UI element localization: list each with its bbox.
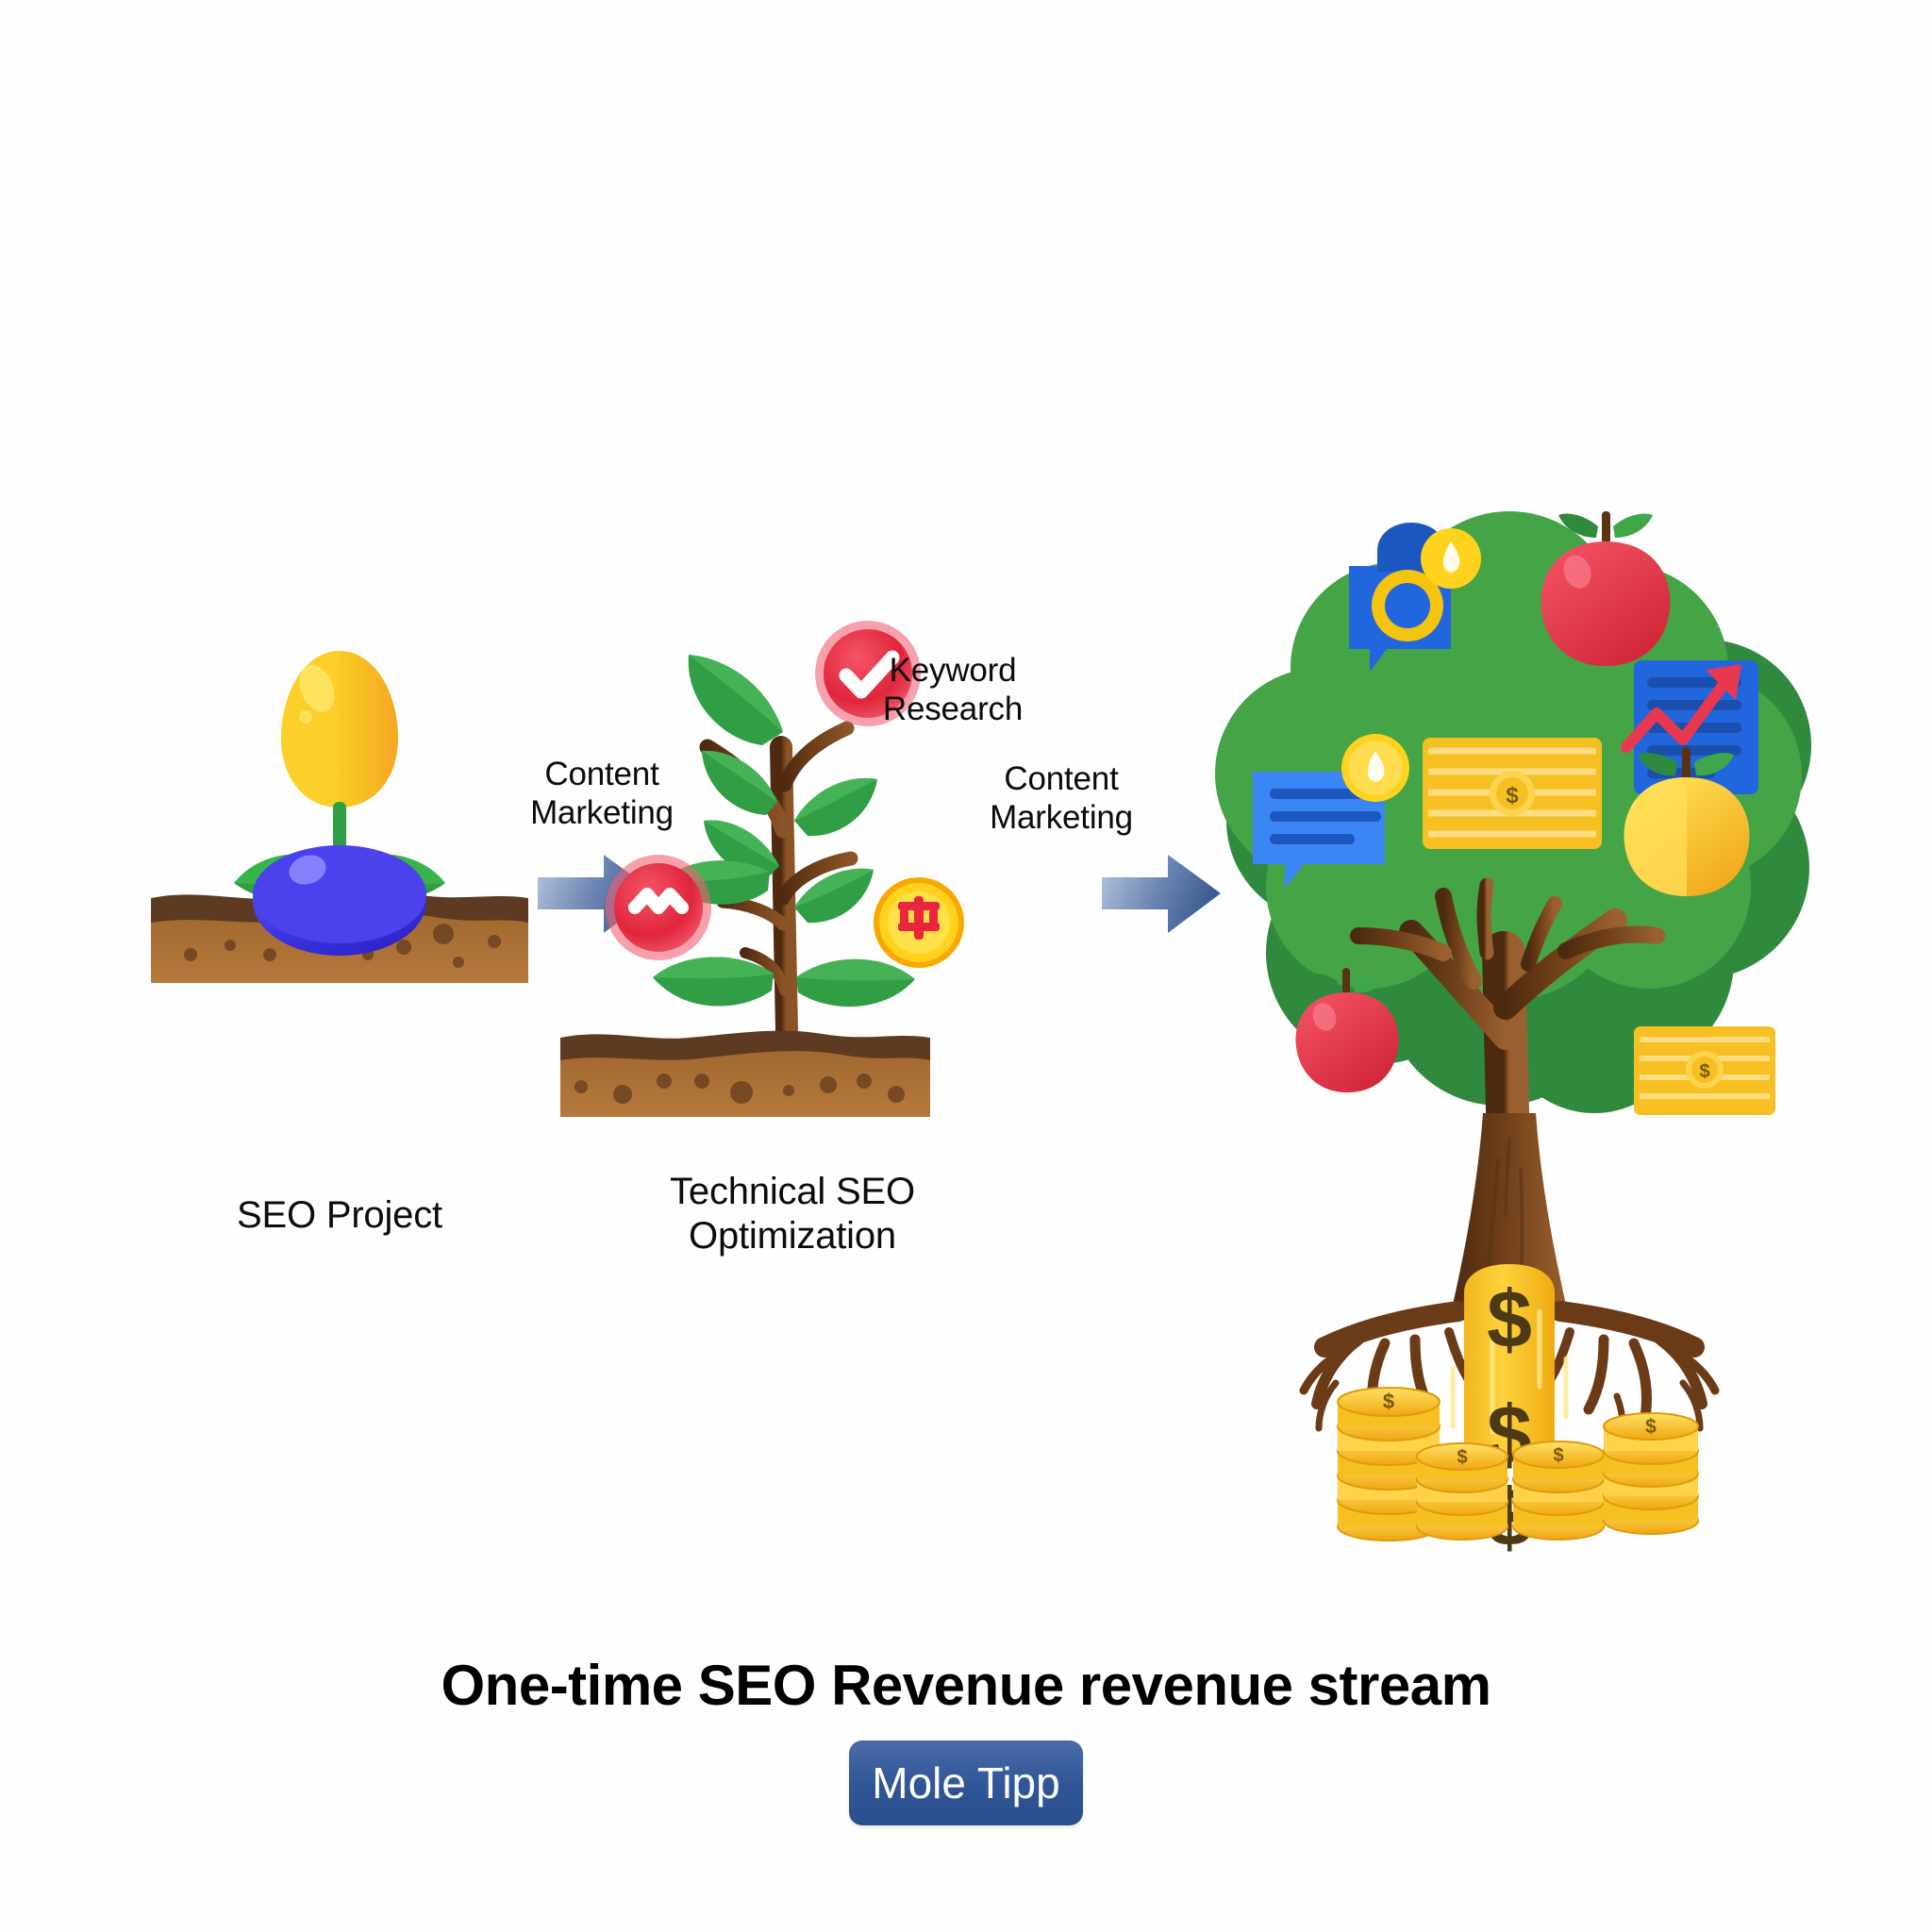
stage-sapling-caption: Technical SEO Optimization	[670, 1171, 915, 1257]
coin-symbol: $	[1553, 1445, 1563, 1466]
stage-money-tree: $ $ $	[1215, 509, 1811, 1563]
coin-stacks: $ $	[1337, 1387, 1699, 1541]
sapling-illustration	[560, 621, 964, 1117]
red-apple-icon	[1295, 968, 1399, 1092]
coin-stack: $	[1416, 1442, 1508, 1541]
dollar-symbol: $	[1487, 1274, 1532, 1365]
stage-seed	[132, 623, 547, 1000]
svg-text:$: $	[1699, 1061, 1709, 1082]
svg-text:$: $	[1506, 783, 1519, 808]
coin-symbol: $	[1383, 1390, 1394, 1413]
brand-badge[interactable]: Mole Tipp	[849, 1740, 1083, 1825]
seed-icon	[253, 845, 426, 956]
tree-roots	[1299, 1301, 1720, 1445]
seedling-illustration	[151, 651, 528, 983]
banknote-icon: $	[1423, 738, 1602, 849]
coin-stack: $	[1603, 1412, 1699, 1535]
coin-stack: $	[1512, 1441, 1605, 1541]
flower-bud-icon	[281, 651, 398, 808]
growth-chart-document-icon	[1621, 660, 1758, 794]
red-apple-icon	[1541, 511, 1671, 666]
chat-camera-icon	[1349, 523, 1481, 672]
chat-lines-icon	[1253, 734, 1409, 889]
badge-label-content-marketing-right: Content Marketing	[990, 760, 1133, 837]
coin-symbol: $	[1457, 1447, 1467, 1468]
yellow-apple-icon	[1624, 747, 1750, 896]
arrow-stage2-to-stage3	[1100, 849, 1223, 939]
soil-bed	[560, 1030, 930, 1117]
banknote-icon: $	[1634, 1026, 1775, 1115]
badge-label-content-marketing-left: Content Marketing	[530, 756, 674, 832]
badge-label-keyword-research: Keyword Research	[882, 652, 1024, 728]
stage-seed-caption: SEO Project	[237, 1194, 442, 1236]
stage-sapling	[547, 547, 1038, 1151]
page-title: One-time SEO Revenue revenue stream	[441, 1654, 1491, 1717]
sapling-leaves	[653, 655, 915, 1008]
money-tree-illustration: $ $ $	[1215, 511, 1811, 1563]
check-badge-icon	[815, 621, 921, 726]
wave-badge-icon	[606, 855, 711, 960]
coin-symbol: $	[1645, 1416, 1657, 1438]
coin-badge-icon	[874, 877, 964, 968]
